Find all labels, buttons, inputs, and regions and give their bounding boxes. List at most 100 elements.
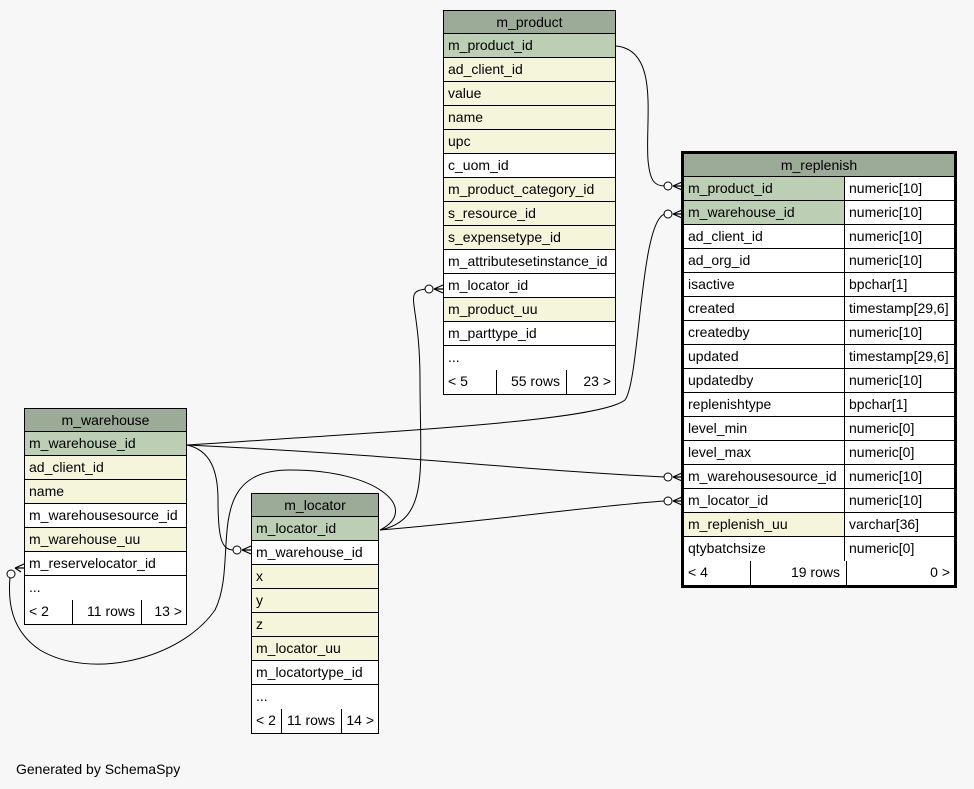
column-type: numeric[10]: [844, 201, 954, 224]
column-name: m_locator_id: [252, 517, 378, 540]
crowfoot-marker: [14, 563, 25, 573]
table-row[interactable]: m_locator_id: [444, 274, 615, 298]
table-row[interactable]: m_reservelocator_id: [25, 552, 186, 576]
children-count[interactable]: 23 >: [566, 370, 615, 394]
crowfoot-marker: [672, 181, 683, 191]
table-row[interactable]: ...: [444, 346, 615, 370]
table-footer: < 2 11 rows 14 >: [252, 709, 378, 733]
table-row[interactable]: ad_client_id: [25, 456, 186, 480]
crowfoot-marker: [433, 284, 444, 294]
children-count[interactable]: 0 >: [846, 561, 954, 585]
table-row[interactable]: m_warehouse_id: [25, 432, 186, 456]
table-row[interactable]: updatedby numeric[10]: [684, 369, 954, 393]
table-header: m_replenish: [684, 154, 954, 177]
table-row[interactable]: s_resource_id: [444, 202, 615, 226]
table-row[interactable]: x: [252, 565, 378, 589]
table-row[interactable]: m_warehouse_id: [252, 541, 378, 565]
parents-count[interactable]: < 5: [448, 373, 468, 389]
edge-locator-to-product: [379, 288, 427, 531]
column-type: numeric[10]: [844, 465, 954, 488]
optional-marker: [663, 209, 673, 219]
table-row[interactable]: name: [444, 106, 615, 130]
crowfoot-marker: [672, 496, 683, 506]
table-row[interactable]: m_warehousesource_id: [25, 504, 186, 528]
column-name: upc: [444, 130, 615, 153]
parents-count[interactable]: < 2: [29, 603, 49, 619]
table-row[interactable]: m_product_id: [444, 34, 615, 58]
edge-product-to-replenish: [615, 45, 666, 187]
column-name: s_expensetype_id: [444, 226, 615, 249]
column-type: numeric[10]: [844, 369, 954, 392]
column-name: qtybatchsize: [688, 540, 766, 556]
table-row[interactable]: ...: [252, 685, 378, 709]
optional-marker: [232, 545, 242, 555]
column-name: m_parttype_id: [448, 325, 537, 341]
generated-by-note: Generated by SchemaSpy: [16, 761, 181, 777]
table-row[interactable]: m_locatortype_id: [252, 661, 378, 685]
column-name: m_locatortype_id: [256, 664, 363, 680]
table-row[interactable]: m_product_category_id: [444, 178, 615, 202]
table-row[interactable]: m_warehouse_uu: [25, 528, 186, 552]
table-row[interactable]: m_product_uu: [444, 298, 615, 322]
edge-locator-to-warehouse-reserve: [8, 469, 396, 665]
children-count[interactable]: 13 >: [141, 600, 186, 624]
table-row[interactable]: m_warehousesource_id numeric[10]: [684, 465, 954, 489]
column-name: updatedby: [688, 372, 754, 388]
table-row[interactable]: name: [25, 480, 186, 504]
table-row[interactable]: s_expensetype_id: [444, 226, 615, 250]
column-name: value: [444, 82, 615, 105]
children-count[interactable]: 14 >: [341, 709, 378, 733]
optional-marker: [6, 569, 16, 579]
table-row[interactable]: z: [252, 613, 378, 637]
table-row[interactable]: y: [252, 589, 378, 613]
parents-count[interactable]: < 4: [688, 564, 708, 580]
column-name: isactive: [688, 276, 735, 292]
column-name: m_warehouse_id: [25, 432, 186, 455]
row-count: 19 rows: [750, 561, 846, 585]
table-row[interactable]: upc: [444, 130, 615, 154]
crowfoot-marker: [672, 472, 683, 482]
parents-count[interactable]: < 2: [256, 712, 276, 728]
crowfoot-marker: [241, 545, 252, 555]
column-type: numeric[10]: [844, 489, 954, 512]
column-name: m_reservelocator_id: [29, 555, 156, 571]
column-name: replenishtype: [688, 396, 772, 412]
column-name: m_warehousesource_id: [688, 468, 837, 484]
column-type: numeric[0]: [844, 417, 954, 440]
column-name: level_max: [688, 444, 752, 460]
table-row[interactable]: c_uom_id: [444, 154, 615, 178]
column-name: m_warehouse_id: [256, 544, 363, 560]
crowfoot-marker: [672, 209, 683, 219]
table-row[interactable]: m_parttype_id: [444, 322, 615, 346]
column-type: timestamp[29,6]: [844, 297, 954, 320]
table-row[interactable]: m_attributesetinstance_id: [444, 250, 615, 274]
table-row[interactable]: m_locator_uu: [252, 637, 378, 661]
table-row[interactable]: value: [444, 82, 615, 106]
column-name: ...: [29, 579, 41, 595]
table-row[interactable]: ...: [25, 576, 186, 600]
optional-marker: [663, 181, 673, 191]
table-header: m_locator: [252, 494, 378, 517]
table-row[interactable]: m_locator_id: [252, 517, 378, 541]
column-name: updated: [688, 348, 739, 364]
table-row[interactable]: ad_client_id: [444, 58, 615, 82]
